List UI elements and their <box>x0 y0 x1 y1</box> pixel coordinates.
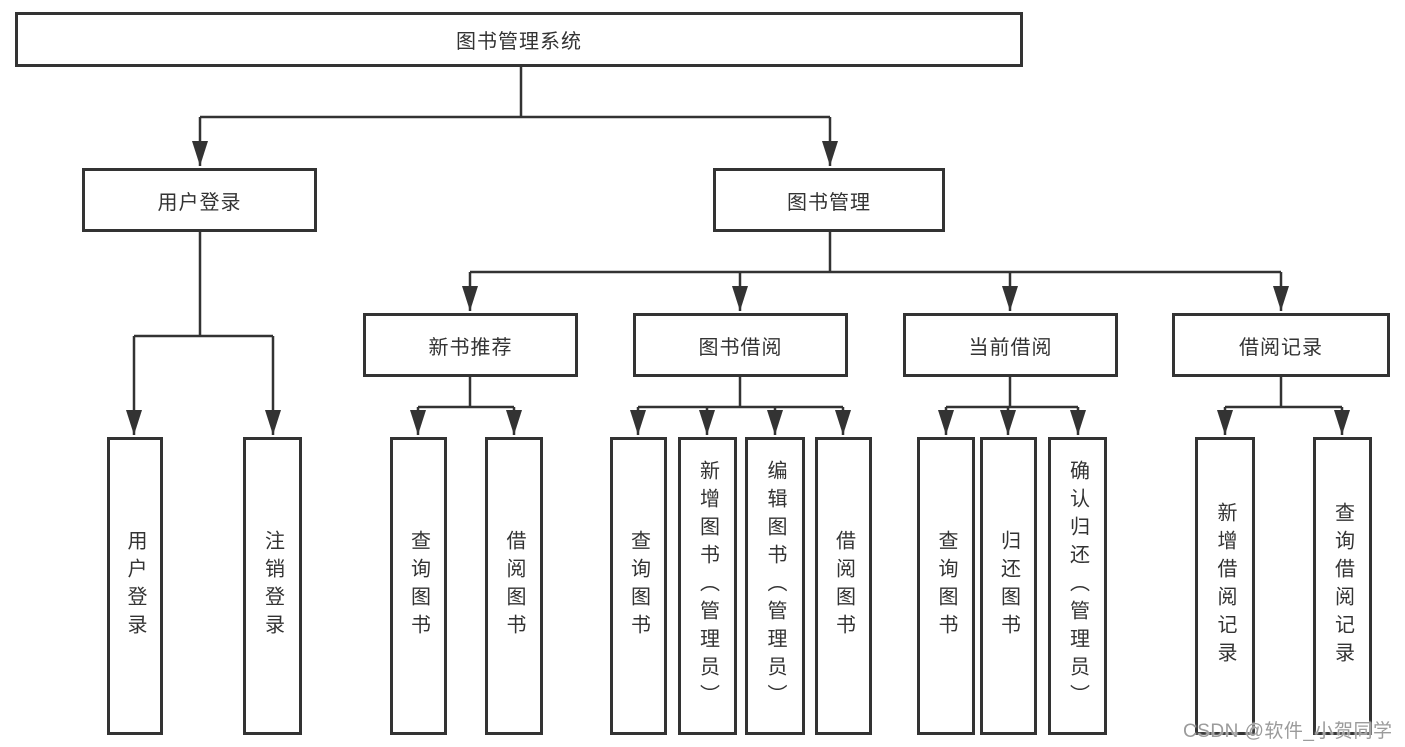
node-logout-action: 注销登录 <box>243 437 302 735</box>
node-records-query-borrow-record: 查询借阅记录 <box>1313 437 1372 735</box>
watermark: CSDN @软件_小贺同学 <box>1183 721 1393 742</box>
node-label: 新书推荐 <box>428 336 513 359</box>
node-label: 借阅图书 <box>503 530 525 642</box>
node-new-book-recommend: 新书推荐 <box>363 313 578 377</box>
node-library-system: 图书管理系统 <box>15 12 1023 67</box>
node-book-borrowing: 图书借阅 <box>633 313 848 377</box>
node-borrowing-add-books-admin: 新增图书（管理员） <box>678 437 737 735</box>
node-book-management: 图书管理 <box>713 168 945 232</box>
node-label: 图书管理 <box>787 191 871 214</box>
arrow-connectors <box>126 117 1350 435</box>
node-user-login: 用户登录 <box>82 168 317 232</box>
node-newbook-query-books: 查询图书 <box>390 437 447 735</box>
node-label: 查询图书 <box>627 530 650 642</box>
node-label: 当前借阅 <box>968 336 1053 359</box>
node-current-confirm-return-admin: 确认归还（管理员） <box>1048 437 1107 735</box>
node-label: 新增图书（管理员） <box>696 460 719 712</box>
node-borrowing-query-books: 查询图书 <box>610 437 667 735</box>
node-borrowing-borrow-books: 借阅图书 <box>815 437 872 735</box>
node-current-borrowing: 当前借阅 <box>903 313 1118 377</box>
node-user-login-action: 用户登录 <box>107 437 163 735</box>
node-borrowing-edit-books-admin: 编辑图书（管理员） <box>745 437 805 735</box>
node-label: 注销登录 <box>261 530 284 642</box>
node-label: 用户登录 <box>124 530 146 642</box>
node-label: 编辑图书（管理员） <box>764 460 786 712</box>
node-newbook-borrow-books: 借阅图书 <box>485 437 543 735</box>
node-label: 借阅记录 <box>1239 336 1323 359</box>
node-current-query-books: 查询图书 <box>917 437 975 735</box>
node-current-return-books: 归还图书 <box>980 437 1037 735</box>
node-label: 归还图书 <box>997 530 1020 642</box>
node-borrowing-records: 借阅记录 <box>1172 313 1390 377</box>
node-label: 新增借阅记录 <box>1214 502 1236 670</box>
node-label: 用户登录 <box>157 191 242 214</box>
node-label: 查询图书 <box>407 530 430 642</box>
node-label: 借阅图书 <box>832 530 855 642</box>
node-label: 查询借阅记录 <box>1331 502 1354 670</box>
node-label: 图书管理系统 <box>456 31 582 53</box>
node-label: 图书借阅 <box>698 336 783 359</box>
node-records-add-borrow-record: 新增借阅记录 <box>1195 437 1255 735</box>
node-label: 查询图书 <box>935 530 957 642</box>
node-label: 确认归还（管理员） <box>1066 460 1089 712</box>
